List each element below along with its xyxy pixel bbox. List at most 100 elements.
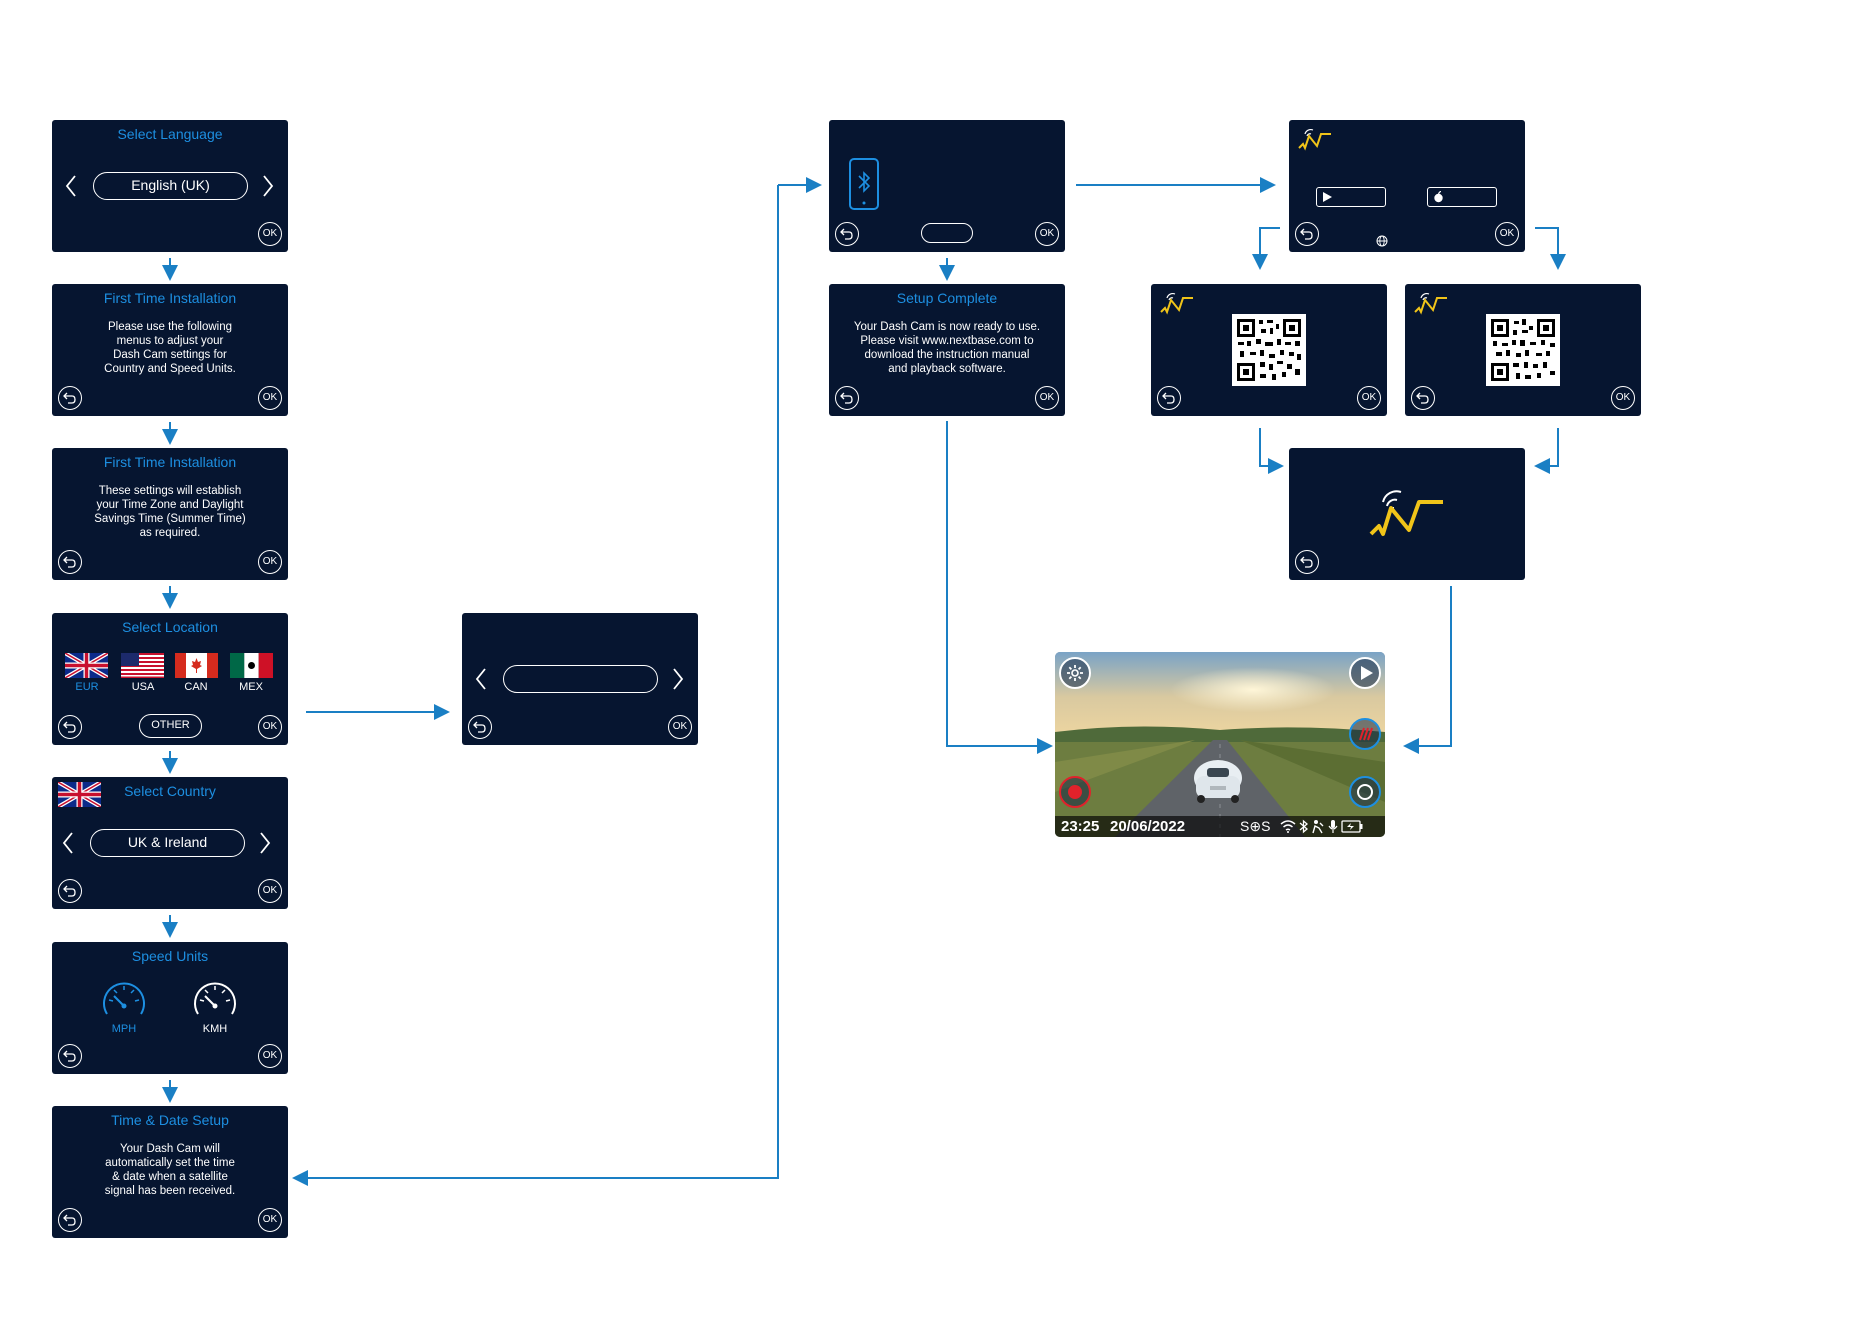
nextbase-logo-icon: [1298, 128, 1331, 151]
flag-label-can: CAN: [184, 681, 208, 693]
playback-button[interactable]: [1349, 657, 1381, 689]
protect-file-button[interactable]: [1349, 718, 1381, 750]
back-arrow-icon: [1300, 556, 1313, 568]
ok-button[interactable]: OK: [258, 386, 282, 410]
back-arrow-icon: [1300, 228, 1313, 240]
other-location-button[interactable]: OTHER: [139, 714, 202, 738]
canada-flag-icon[interactable]: [175, 653, 218, 678]
app-store-button[interactable]: [1427, 187, 1497, 207]
qr-code-screen-android: OK: [1151, 284, 1387, 416]
status-bar: 23:25 20/06/2022 S⊕S: [1055, 816, 1385, 837]
ok-button[interactable]: OK: [1035, 386, 1059, 410]
first-install-screen-2: First Time Installation These settings w…: [52, 448, 288, 580]
ok-button[interactable]: OK: [258, 715, 282, 739]
back-arrow-icon: [1162, 392, 1175, 404]
back-button[interactable]: [58, 1208, 82, 1232]
back-arrow-icon: [473, 721, 486, 733]
back-button[interactable]: [58, 386, 82, 410]
back-arrow-icon: [840, 228, 853, 240]
back-arrow-icon: [63, 721, 76, 733]
kmh-label: KMH: [202, 1023, 228, 1035]
ok-button[interactable]: OK: [258, 879, 282, 903]
globe-icon[interactable]: [1376, 235, 1388, 247]
screen-title: First Time Installation: [103, 290, 237, 306]
record-icon: [1068, 785, 1082, 799]
back-button[interactable]: [835, 386, 859, 410]
live-view-screen: 23:25 20/06/2022 S⊕S: [1055, 652, 1385, 837]
country-selector[interactable]: UK & Ireland: [90, 829, 245, 857]
connected-logo-screen: [1289, 448, 1525, 580]
chevron-right-icon[interactable]: [262, 175, 274, 197]
kmh-gauge-icon[interactable]: [190, 978, 240, 1020]
chevron-left-icon[interactable]: [62, 832, 74, 854]
screen-title: Speed Units: [131, 948, 209, 964]
microphone-icon: [1328, 820, 1338, 833]
ok-button[interactable]: OK: [1035, 222, 1059, 246]
settings-button[interactable]: [1059, 657, 1091, 689]
back-button[interactable]: [1157, 386, 1181, 410]
location-selector[interactable]: [503, 665, 658, 693]
alexa-button[interactable]: [1349, 776, 1381, 808]
nextbase-logo-icon: [1414, 292, 1447, 315]
back-button[interactable]: [468, 715, 492, 739]
screen-body-text: Please use the following menus to adjust…: [104, 321, 236, 375]
eu-uk-flag-icon[interactable]: [65, 653, 108, 678]
chevron-right-icon[interactable]: [672, 668, 684, 690]
back-button[interactable]: [58, 879, 82, 903]
other-location-screen: OK: [462, 613, 698, 745]
back-arrow-icon: [840, 392, 853, 404]
bluetooth-phone-icon: [849, 158, 879, 210]
wifi-icon: [1280, 820, 1296, 833]
back-button[interactable]: [1295, 222, 1319, 246]
ok-button[interactable]: OK: [1611, 386, 1635, 410]
record-button[interactable]: [1059, 776, 1091, 808]
flag-label-usa: USA: [131, 681, 155, 693]
back-arrow-icon: [63, 1050, 76, 1062]
protect-icon: [1359, 727, 1373, 741]
back-arrow-icon: [63, 1214, 76, 1226]
usa-flag-icon[interactable]: [121, 653, 164, 678]
back-button[interactable]: [1411, 386, 1435, 410]
back-button[interactable]: [1295, 550, 1319, 574]
play-store-icon: [1323, 192, 1332, 202]
screen-title: First Time Installation: [103, 454, 237, 470]
google-play-button[interactable]: [1316, 187, 1386, 207]
time-readout: 23:25: [1061, 818, 1100, 835]
chevron-left-icon[interactable]: [475, 668, 487, 690]
back-button[interactable]: [58, 1044, 82, 1068]
ok-button[interactable]: OK: [258, 550, 282, 574]
ok-button[interactable]: OK: [258, 1208, 282, 1232]
mph-gauge-icon[interactable]: [99, 978, 149, 1020]
select-country-screen: Select Country UK & Ireland OK: [52, 777, 288, 909]
time-date-setup-screen: Time & Date Setup Your Dash Cam will aut…: [52, 1106, 288, 1238]
back-arrow-icon: [63, 556, 76, 568]
language-selector[interactable]: English (UK): [93, 172, 248, 200]
apple-icon: [1434, 191, 1443, 203]
eu-uk-flag-icon: [58, 782, 101, 807]
mph-label: MPH: [111, 1023, 137, 1035]
pair-button[interactable]: [921, 223, 973, 243]
back-button[interactable]: [58, 550, 82, 574]
sos-indicator: S⊕S: [1240, 818, 1271, 834]
play-icon: [1361, 666, 1373, 680]
ok-button[interactable]: OK: [668, 715, 692, 739]
first-install-screen-1: First Time Installation Please use the f…: [52, 284, 288, 416]
ok-button[interactable]: OK: [258, 222, 282, 246]
flag-label-eur: EUR: [75, 681, 99, 693]
screen-title: Select Location: [122, 619, 218, 635]
back-arrow-icon: [63, 885, 76, 897]
chevron-left-icon[interactable]: [65, 175, 77, 197]
speed-units-screen: Speed Units MPH KMH OK: [52, 942, 288, 1074]
setup-complete-screen: Setup Complete Your Dash Cam is now read…: [829, 284, 1065, 416]
back-button[interactable]: [58, 715, 82, 739]
chevron-right-icon[interactable]: [259, 832, 271, 854]
ok-button[interactable]: OK: [258, 1044, 282, 1068]
qr-code-image: [1486, 314, 1560, 386]
back-button[interactable]: [835, 222, 859, 246]
date-readout: 20/06/2022: [1110, 818, 1186, 835]
qr-code-screen-ios: OK: [1405, 284, 1641, 416]
ok-button[interactable]: OK: [1357, 386, 1381, 410]
ok-button[interactable]: OK: [1495, 222, 1519, 246]
mexico-flag-icon[interactable]: [230, 653, 273, 678]
screen-title: Select Language: [117, 126, 223, 142]
